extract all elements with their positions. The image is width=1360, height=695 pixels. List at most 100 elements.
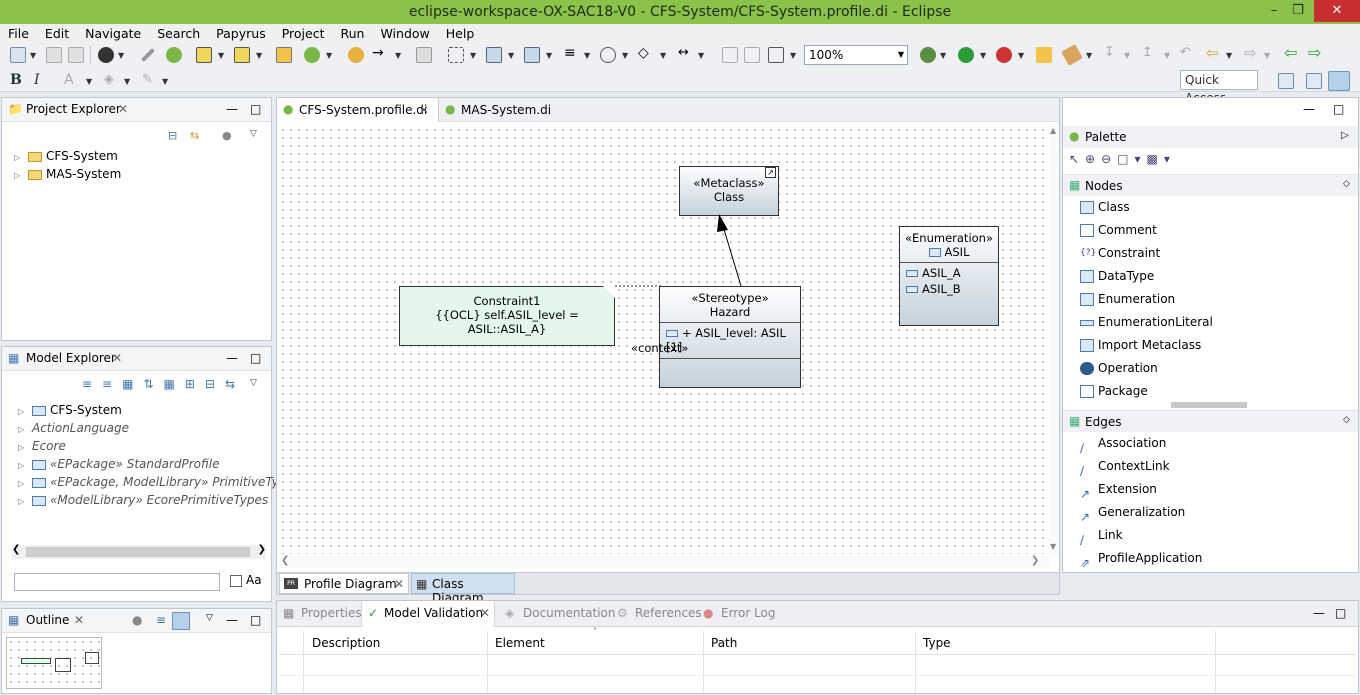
layout-icon[interactable] <box>486 47 502 63</box>
palette-item-link[interactable]: ∕Link <box>1080 528 1123 547</box>
outline-thumbnail[interactable] <box>6 637 102 689</box>
open-type-icon[interactable] <box>196 47 212 63</box>
palette-item-import-metaclass[interactable]: Import Metaclass <box>1063 334 1358 357</box>
route-icon[interactable] <box>600 47 616 63</box>
chevron-right-icon[interactable]: ❯ <box>1031 555 1040 566</box>
menu-navigate[interactable]: Navigate <box>85 26 142 41</box>
tree-item[interactable]: ▷MAS-System <box>14 165 121 183</box>
palette-item-enumeration[interactable]: Enumeration <box>1063 288 1358 311</box>
maximize-icon[interactable]: □ <box>1333 102 1345 116</box>
model-explorer-toolbar[interactable]: ≡≡▦⇅▦⊞⊟⇆ <box>82 377 246 391</box>
tab-model-validation[interactable]: ✓ Model Validation ✕ <box>361 601 495 627</box>
overview-icon[interactable] <box>172 612 190 630</box>
next-annotation-icon[interactable]: ↧ <box>1104 45 1115 60</box>
open-folder-icon[interactable] <box>1036 47 1052 63</box>
vertical-scrollbar[interactable]: ▲ ▼ <box>1049 126 1059 556</box>
maximize-icon[interactable]: □ <box>250 102 262 116</box>
back-icon[interactable]: ⇦ <box>1206 44 1219 62</box>
tab-references[interactable]: References <box>635 606 702 620</box>
tree-view-icon[interactable]: ≡ <box>156 613 167 627</box>
palette-header[interactable]: ● Palette ▷ <box>1063 126 1358 148</box>
menu-search[interactable]: Search <box>157 26 201 41</box>
diagram-canvas[interactable]: «Metaclass» Class ↗ «Enumeration» ASIL A… <box>279 126 1049 554</box>
zoom-fit-icon[interactable] <box>768 47 784 63</box>
close-icon[interactable]: ✕ <box>112 351 123 365</box>
paste-icon[interactable] <box>276 47 292 63</box>
chevron-left-icon[interactable]: ❮ <box>12 544 21 555</box>
minimize-icon[interactable]: — <box>226 102 238 116</box>
nodes-scroll-thumb[interactable] <box>1171 402 1247 408</box>
minimize-icon[interactable]: — <box>226 351 238 365</box>
stereotype-hazard[interactable]: «Stereotype» Hazard + ASIL_level: ASIL [… <box>659 286 801 388</box>
expand-icon[interactable]: ▷ <box>18 479 25 488</box>
minimize-icon[interactable]: — <box>226 613 238 627</box>
debug-icon[interactable] <box>920 47 936 63</box>
arrange-icon[interactable] <box>524 47 540 63</box>
pin-icon[interactable] <box>1061 44 1083 66</box>
chevron-left-icon[interactable]: ❮ <box>281 555 290 566</box>
resize-icon[interactable]: ↔ <box>678 45 689 60</box>
expand-icon[interactable]: ▷ <box>14 171 21 180</box>
edges-drawer[interactable]: ▦ Edges ◇ <box>1063 410 1358 432</box>
restore-icon[interactable]: ❐ <box>1292 3 1304 18</box>
chevron-up-icon[interactable]: ▲ <box>1050 126 1057 135</box>
tree-item[interactable]: ▷«EPackage» StandardProfile <box>18 455 294 473</box>
refresh-icon[interactable] <box>304 47 320 63</box>
bold-icon[interactable]: B <box>10 72 22 88</box>
palette-item-extension[interactable]: ↗Extension <box>1080 482 1157 501</box>
view-menu-icon[interactable]: ▽ <box>250 378 257 388</box>
line-color-icon[interactable]: ✎ <box>142 72 153 87</box>
pencil-icon[interactable] <box>140 47 156 63</box>
link-editor-icon[interactable]: ⇆ <box>190 129 200 142</box>
save-all-icon[interactable] <box>68 47 84 63</box>
metaclass-class[interactable]: «Metaclass» Class ↗ <box>679 166 779 216</box>
align-icon[interactable]: ≡ <box>564 45 576 61</box>
fit-icon[interactable] <box>744 47 760 63</box>
user-icon[interactable] <box>98 47 114 63</box>
zoom-select[interactable]: 100%▼ <box>804 45 908 65</box>
italic-icon[interactable]: I <box>34 72 40 88</box>
palette-item-enumerationliteral[interactable]: EnumerationLiteral <box>1063 311 1358 334</box>
case-checkbox[interactable] <box>230 575 242 587</box>
run-icon[interactable] <box>958 47 974 63</box>
fill-color-icon[interactable]: ◈ <box>104 72 114 87</box>
constraint1[interactable]: Constraint1 {{OCL} self.ASIL_level = ASI… <box>399 286 615 346</box>
prev-annotation-icon[interactable]: ↥ <box>1142 45 1153 60</box>
quick-access-input[interactable]: Quick Access <box>1180 70 1258 105</box>
copy-icon[interactable] <box>416 47 432 63</box>
menu-edit[interactable]: Edit <box>44 26 70 41</box>
tab-profile-diagram[interactable]: PR Profile Diagram ✕ <box>279 573 409 594</box>
maximize-icon[interactable]: □ <box>1335 606 1347 620</box>
open-task-icon[interactable] <box>234 47 250 63</box>
diagram-horizontal-scrollbar[interactable]: ❮ ❯ <box>279 555 1049 568</box>
palette-item-generalization[interactable]: ↗Generalization <box>1080 505 1186 524</box>
close-icon[interactable]: ✕ <box>394 577 405 591</box>
close-icon[interactable]: ✕ <box>419 103 430 117</box>
maximize-icon[interactable]: □ <box>250 613 262 627</box>
modeling-perspective-icon[interactable] <box>1306 73 1322 89</box>
chevron-down-icon[interactable]: ▼ <box>1050 542 1057 551</box>
model-explorer-title[interactable]: Model Explorer <box>26 351 116 365</box>
collapse-all-icon[interactable]: ⊟ <box>168 129 178 142</box>
scrollbar-thumb[interactable] <box>26 547 250 557</box>
palette-item-contextlink[interactable]: ∕ContextLink <box>1080 459 1170 478</box>
expand-icon[interactable]: ▷ <box>18 461 25 470</box>
column-path[interactable]: Path <box>711 636 738 650</box>
view-menu-icon[interactable]: ▽ <box>206 613 213 623</box>
close-icon[interactable]: ✕ <box>480 606 491 620</box>
font-color-icon[interactable]: A <box>64 72 74 88</box>
filter-icon[interactable]: ● <box>222 129 232 142</box>
minimize-icon[interactable]: — <box>1313 606 1325 620</box>
tree-item[interactable]: ▷CFS-System <box>14 147 121 165</box>
expand-icon[interactable]: ▷ <box>18 425 25 434</box>
open-perspective-icon[interactable] <box>1278 73 1294 89</box>
pin-icon[interactable]: ◇ <box>1343 415 1350 425</box>
menu-window[interactable]: Window <box>380 26 430 41</box>
palette-item-class[interactable]: Class <box>1063 196 1358 219</box>
tab-error-log[interactable]: Error Log <box>721 606 776 620</box>
save-icon[interactable] <box>46 47 62 63</box>
green-forward-icon[interactable]: ⇨ <box>1308 43 1322 62</box>
minimize-icon[interactable]: — <box>1303 102 1315 116</box>
menu-papyrus[interactable]: Papyrus <box>216 26 266 41</box>
column-element[interactable]: Element <box>495 636 545 650</box>
